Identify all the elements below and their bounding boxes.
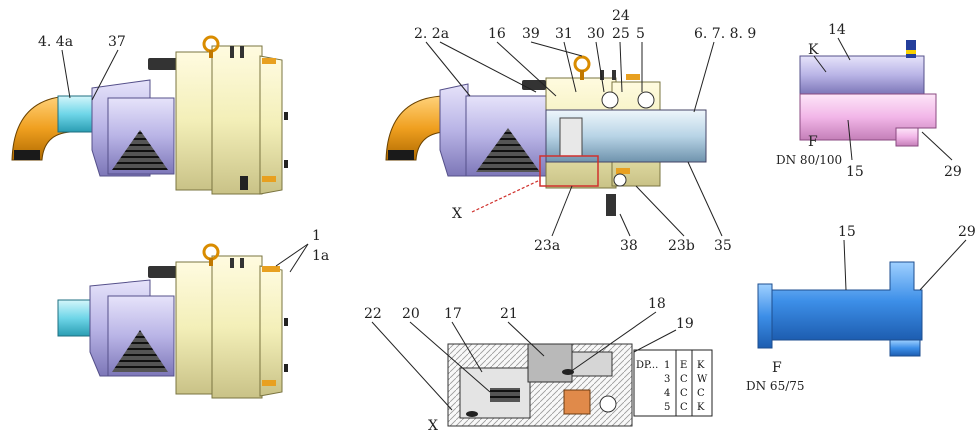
coupling-37-top <box>57 95 95 133</box>
label-15-top: 15 <box>846 164 864 180</box>
label-dn-65-75: DN 65/75 <box>746 379 805 393</box>
label-23b: 23b <box>668 238 695 254</box>
screw-top <box>148 58 178 70</box>
label-20: 20 <box>402 306 420 322</box>
label-1a: 1a <box>312 248 329 264</box>
table-row-4-n: 5 <box>664 402 670 413</box>
detail-seal-orange <box>563 389 591 415</box>
table-row-4-c2: K <box>697 402 705 413</box>
label-24: 24 <box>612 8 630 24</box>
table-row-3-n: 4 <box>664 388 670 399</box>
table-header: DP... <box>636 360 658 371</box>
label-5: 5 <box>636 26 645 42</box>
grease-nipple-38 <box>606 194 616 216</box>
label-17: 17 <box>444 306 462 322</box>
part-labels: 4. 4a 37 2. 2a 16 39 31 30 24 25 5 6. 7.… <box>38 8 976 434</box>
table-row-1-n: 1 <box>664 360 670 371</box>
table-row-1-c2: K <box>697 360 705 371</box>
siphon-part-blue <box>757 261 923 357</box>
rotary-joint-assembly-bottom-left <box>57 243 288 399</box>
label-X-center: X <box>452 206 462 222</box>
label-29-top: 29 <box>944 164 962 180</box>
coupling-bottom <box>57 299 93 337</box>
table-row-2-c1: C <box>680 374 688 385</box>
label-F-bottom: F <box>772 360 782 376</box>
label-38: 38 <box>620 238 638 254</box>
label-30: 30 <box>587 26 605 42</box>
detail-x-section <box>447 343 633 427</box>
table-row-4-c1: C <box>680 402 688 413</box>
label-29-blue: 29 <box>958 224 976 240</box>
part-15-blue <box>761 261 923 341</box>
leader-lines <box>61 37 967 411</box>
flange-top <box>211 45 263 195</box>
detail-part-21 <box>527 343 573 383</box>
label-14: 14 <box>828 22 846 38</box>
label-16: 16 <box>488 26 506 42</box>
part-blue-tab <box>906 40 916 58</box>
eyebolt-bottom <box>202 243 220 261</box>
label-dn-80-100: DN 80/100 <box>776 153 842 167</box>
label-31: 31 <box>555 26 573 42</box>
label-1: 1 <box>312 228 321 244</box>
label-25: 25 <box>612 26 630 42</box>
rotary-joint-section-center <box>385 55 707 216</box>
label-6-7-8-9: 6. 7. 8. 9 <box>694 26 756 42</box>
eyebolt-39-center <box>573 55 591 73</box>
label-39: 39 <box>522 26 540 42</box>
label-15-blue: 15 <box>838 224 856 240</box>
label-X-detail: X <box>428 418 438 434</box>
label-F-top: F <box>808 134 818 150</box>
label-4-4a: 4. 4a <box>38 34 73 50</box>
eyebolt-39-top <box>202 35 220 53</box>
table-row-3-c2: C <box>697 388 705 399</box>
label-K: K <box>808 42 819 58</box>
flange-bottom <box>211 255 263 399</box>
label-21: 21 <box>500 306 518 322</box>
label-22: 22 <box>364 306 382 322</box>
material-table: DP... 1 E K 3 C W 4 C C 5 C K <box>633 349 713 417</box>
table-row-1-c1: E <box>680 360 687 371</box>
spring-top <box>112 130 168 170</box>
detail-spring-20 <box>490 388 520 402</box>
table-row-3-c1: C <box>680 388 688 399</box>
label-18: 18 <box>648 296 666 312</box>
siphon-part-pink <box>799 40 937 147</box>
label-19: 19 <box>676 316 694 332</box>
label-23a: 23a <box>534 238 560 254</box>
label-35: 35 <box>714 238 732 254</box>
label-37: 37 <box>108 34 126 50</box>
part-14 <box>799 55 925 95</box>
table-row-2-c2: W <box>697 374 708 385</box>
table-row-2-n: 3 <box>664 374 670 385</box>
detail-x-highlight <box>539 155 599 187</box>
label-2-2a: 2. 2a <box>414 26 449 42</box>
rotary-joint-assembly-top-left <box>11 35 288 195</box>
